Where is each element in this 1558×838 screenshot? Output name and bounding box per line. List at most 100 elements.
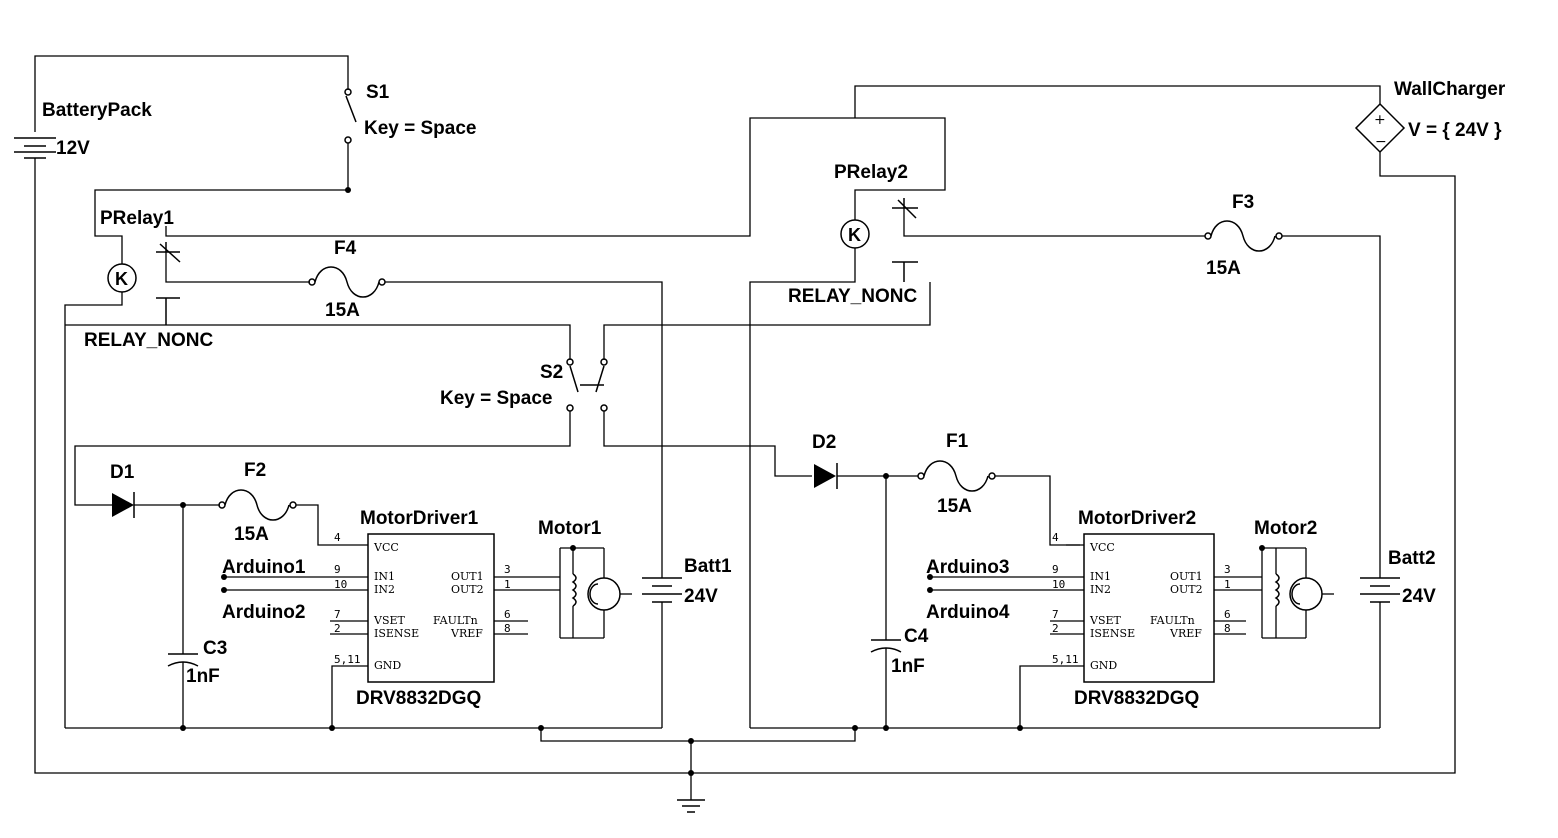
- motor1-symbol: [559, 545, 632, 639]
- svg-text:K: K: [848, 225, 861, 245]
- motor-driver1-name: MotorDriver1: [360, 508, 479, 529]
- svg-text:7: 7: [334, 608, 341, 621]
- s2-switch: [74, 358, 812, 506]
- c4-name: C4: [904, 626, 929, 647]
- prelay1-type: RELAY_NONC: [84, 330, 213, 351]
- f3-value: 15A: [1206, 258, 1241, 279]
- f1-value: 15A: [937, 496, 972, 517]
- svg-text:8: 8: [504, 622, 511, 635]
- battery-pack-loop: [34, 55, 1456, 774]
- s1-key: Key = Space: [364, 118, 477, 139]
- motor-driver1-part: DRV8832DGQ: [356, 688, 481, 709]
- prelay2-type: RELAY_NONC: [788, 286, 917, 307]
- d2-name: D2: [812, 432, 836, 453]
- motor2-name: Motor2: [1254, 518, 1317, 539]
- svg-text:IN1: IN1: [1090, 570, 1111, 583]
- svg-text:8: 8: [1224, 622, 1231, 635]
- wall-charger-source: + −: [854, 85, 1406, 154]
- prelay2-relay: K: [603, 198, 1205, 728]
- svg-text:2: 2: [334, 622, 341, 635]
- svg-text:4: 4: [334, 531, 341, 544]
- d1-diode: [112, 492, 220, 518]
- d2-diode: [814, 463, 918, 489]
- svg-text:+: +: [1374, 112, 1386, 128]
- svg-text:GND: GND: [374, 659, 401, 672]
- svg-text:1: 1: [504, 578, 511, 591]
- svg-text:GND: GND: [1090, 659, 1117, 672]
- c3-capacitor: [167, 505, 199, 731]
- svg-text:7: 7: [1052, 608, 1059, 621]
- svg-text:OUT1: OUT1: [451, 570, 484, 583]
- svg-text:IN1: IN1: [374, 570, 395, 583]
- svg-text:OUT2: OUT2: [451, 583, 484, 596]
- arduino4-input: [927, 587, 1080, 593]
- svg-text:−: −: [1375, 134, 1387, 150]
- motor1-name: Motor1: [538, 518, 602, 539]
- svg-text:1: 1: [1224, 578, 1231, 591]
- d1-name: D1: [110, 462, 135, 483]
- svg-text:VCC: VCC: [373, 541, 399, 554]
- prelay2-name: PRelay2: [834, 162, 908, 183]
- s2-key: Key = Space: [440, 388, 553, 409]
- prelay1-relay: K: [64, 117, 946, 728]
- f2-name: F2: [244, 460, 266, 481]
- arduino2-label: Arduino2: [222, 602, 305, 623]
- f3-fuse: [1204, 220, 1381, 578]
- prelay1-name: PRelay1: [100, 208, 174, 229]
- svg-text:3: 3: [504, 563, 511, 576]
- c3-value: 1nF: [186, 666, 220, 687]
- arduino3-input: [927, 574, 1080, 580]
- battery-pack-symbol: [14, 137, 56, 159]
- batt2-name: Batt2: [1388, 548, 1436, 569]
- battery-pack-value: 12V: [56, 138, 90, 159]
- s1-switch: [344, 88, 357, 193]
- wall-charger-name: WallCharger: [1394, 79, 1506, 100]
- svg-text:2: 2: [1052, 622, 1059, 635]
- f1-fuse: [917, 460, 1080, 546]
- svg-text:ISENSE: ISENSE: [374, 627, 419, 640]
- svg-text:VCC: VCC: [1089, 541, 1115, 554]
- c4-capacitor: [870, 476, 902, 731]
- svg-text:5,11: 5,11: [1052, 653, 1079, 666]
- f1-name: F1: [946, 431, 969, 452]
- batt1-name: Batt1: [684, 556, 732, 577]
- svg-text:6: 6: [504, 608, 511, 621]
- c4-value: 1nF: [891, 656, 925, 677]
- svg-text:10: 10: [1052, 578, 1065, 591]
- s2-name: S2: [540, 362, 563, 383]
- arduino3-label: Arduino3: [926, 557, 1009, 578]
- batt1-value: 24V: [684, 586, 718, 607]
- svg-text:K: K: [115, 269, 128, 289]
- svg-text:5,11: 5,11: [334, 653, 361, 666]
- svg-text:FAULTn: FAULTn: [433, 614, 478, 627]
- motor2-symbol: [1259, 545, 1334, 639]
- motor-driver1-chip: 4 9 10 7 2 5,11 3 1 6 8 VCC IN1 IN2 VSET…: [329, 531, 560, 731]
- svg-text:VREF: VREF: [1169, 627, 1202, 640]
- motor-driver2-name: MotorDriver2: [1078, 508, 1196, 529]
- svg-text:IN2: IN2: [1090, 583, 1111, 596]
- svg-text:IN2: IN2: [374, 583, 395, 596]
- svg-text:FAULTn: FAULTn: [1150, 614, 1195, 627]
- arduino4-label: Arduino4: [926, 602, 1010, 623]
- arduino1-input: [221, 574, 348, 580]
- svg-text:3: 3: [1224, 563, 1231, 576]
- arduino1-label: Arduino1: [222, 557, 306, 578]
- wall-charger-value: V = { 24V }: [1408, 120, 1502, 141]
- f4-fuse: [308, 266, 663, 578]
- f4-value: 15A: [325, 300, 360, 321]
- battery-pack-name: BatteryPack: [42, 100, 152, 121]
- arduino2-input: [221, 587, 348, 593]
- s1-name: S1: [366, 82, 390, 103]
- svg-text:9: 9: [1052, 563, 1059, 576]
- batt2-value: 24V: [1402, 586, 1436, 607]
- svg-text:VSET: VSET: [1089, 614, 1122, 627]
- batt1-battery: [642, 577, 682, 728]
- ground-symbol: [538, 725, 858, 813]
- svg-text:OUT1: OUT1: [1170, 570, 1203, 583]
- f3-name: F3: [1232, 192, 1254, 213]
- svg-text:VREF: VREF: [450, 627, 483, 640]
- motor-driver2-chip: 4 9 10 7 2 5,11 3 1 6 8 VCC IN1 IN2 VSET…: [1017, 531, 1262, 731]
- svg-text:4: 4: [1052, 531, 1059, 544]
- motor-driver2-part: DRV8832DGQ: [1074, 688, 1199, 709]
